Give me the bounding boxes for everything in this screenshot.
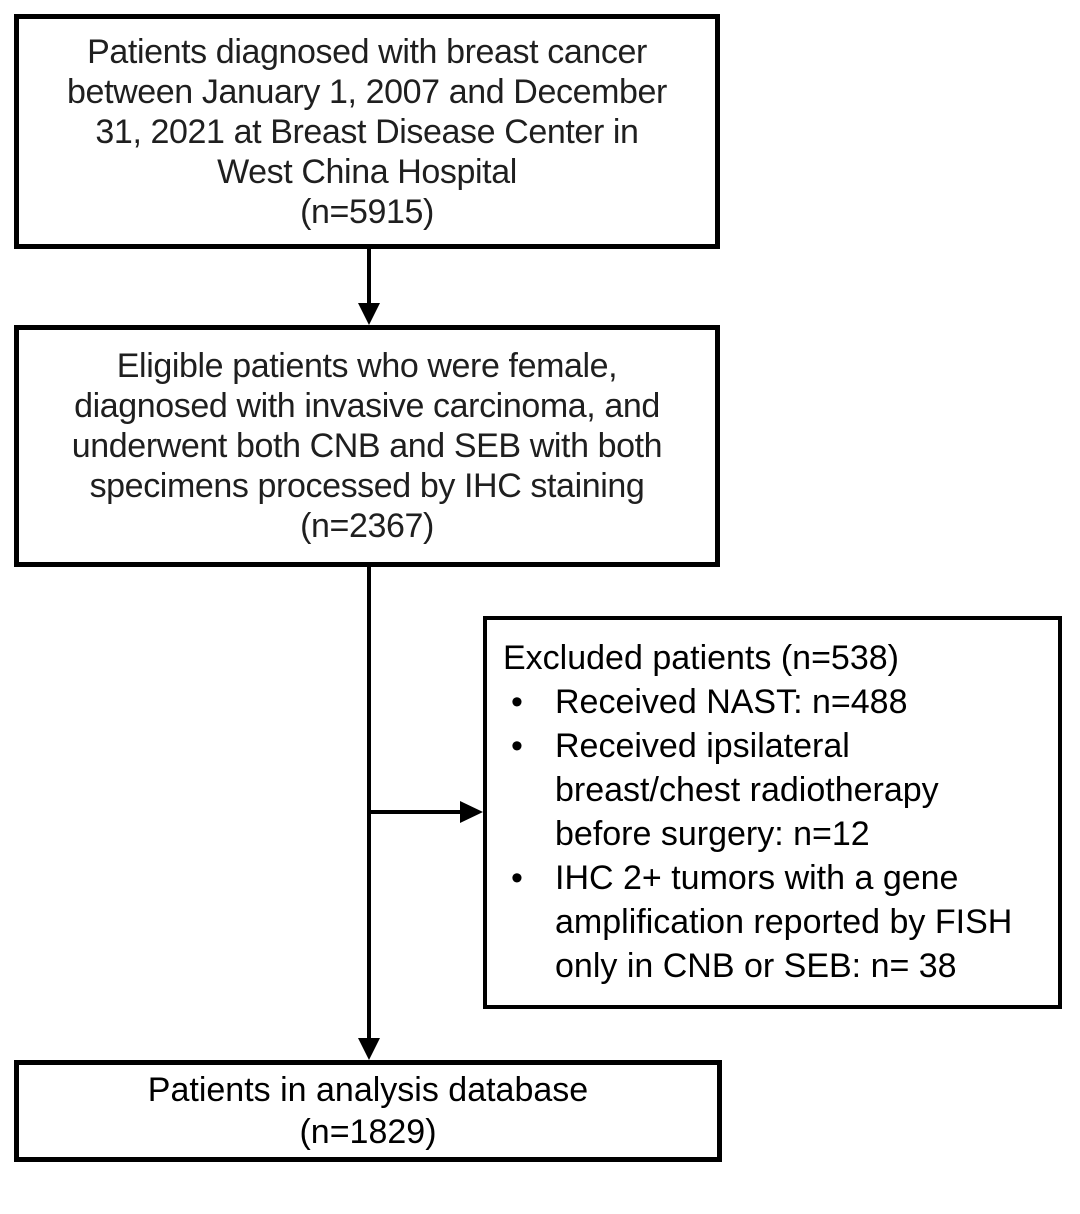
excluded-reason-item: Received NAST: n=488: [503, 680, 1044, 724]
eligible-patients-text: Eligible patients who were female, diagn…: [71, 347, 663, 545]
analysis-database-text: Patients in analysis database (n=1829): [147, 1071, 589, 1151]
screened-patients-text: Patients diagnosed with breast cancer be…: [67, 32, 667, 231]
down-arrow-screened-to-eligible: [358, 249, 380, 325]
excluded-patients-title: Excluded patients (n=538): [503, 639, 899, 677]
eligible-patients-box: Eligible patients who were female, diagn…: [14, 325, 720, 567]
excluded-reason-item: IHC 2+ tumors with a gene amplification …: [503, 856, 1044, 988]
excluded-patients-box: Excluded patients (n=538) Received NAST:…: [483, 616, 1062, 1009]
screened-patients-box: Patients diagnosed with breast cancer be…: [14, 14, 720, 249]
branch-arrow-to-excluded: [367, 801, 483, 823]
excluded-reasons-list: Received NAST: n=488 Received ipsilatera…: [503, 680, 1044, 988]
analysis-database-box: Patients in analysis database (n=1829): [14, 1060, 722, 1162]
down-arrow-eligible-to-analysis: [358, 567, 380, 1060]
excluded-reason-item: Received ipsilateral breast/chest radiot…: [503, 724, 1044, 856]
